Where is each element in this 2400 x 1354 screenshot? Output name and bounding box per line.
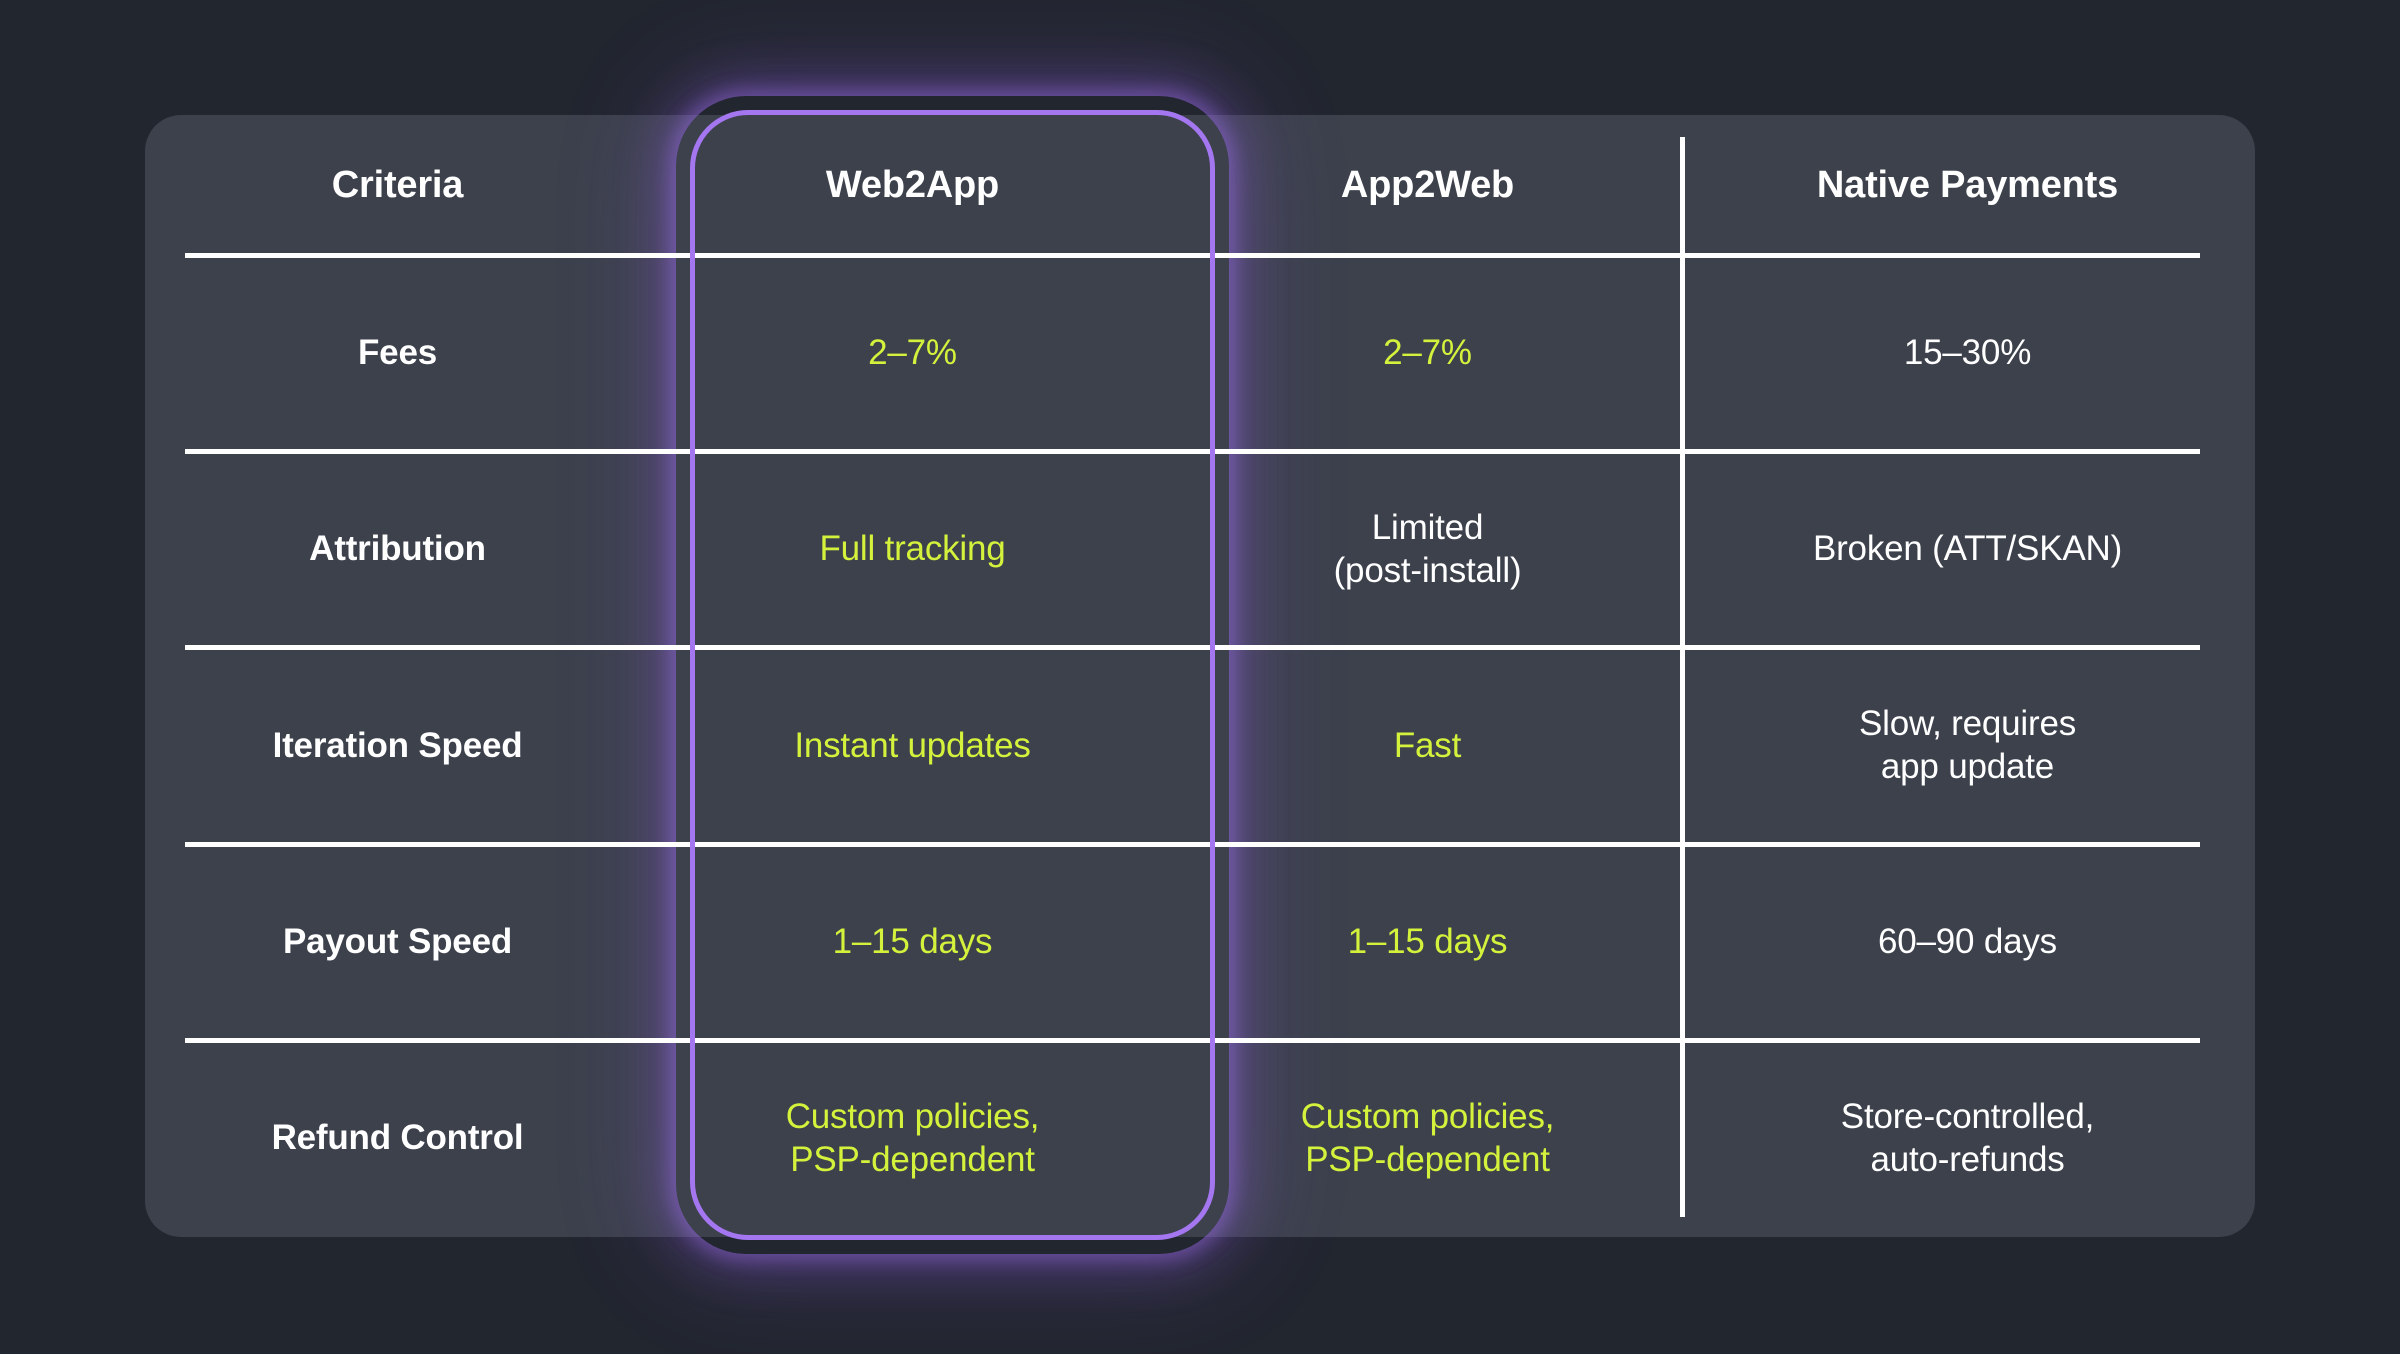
cell-refund-control-app2web: Custom policies, PSP-dependent <box>1300 1097 1555 1179</box>
row-label-iteration-speed: Iteration Speed <box>272 725 523 765</box>
cell-payout-speed-app2web: 1–15 days <box>1347 922 1508 962</box>
cell-iteration-speed-web2app: Instant updates <box>794 725 1031 765</box>
cell-fees-app2web: 2–7% <box>1383 332 1472 372</box>
column-divider-native-payments <box>1680 137 1685 1217</box>
cell-attribution-app2web: Limited (post-install) <box>1333 507 1522 590</box>
cell-payout-speed-web2app: 1–15 days <box>832 922 993 962</box>
cell-payout-speed-native: 60–90 days <box>1878 922 2057 962</box>
cell-iteration-speed-app2web: Fast <box>1393 725 1462 765</box>
row-divider-fees <box>185 449 2200 454</box>
row-label-fees: Fees <box>358 332 437 372</box>
cell-refund-control-web2app: Custom policies, PSP-dependent <box>785 1097 1040 1179</box>
cell-iteration-speed-native: Slow, requires app update <box>1858 704 2077 786</box>
comparison-grid: Criteria Web2App App2Web Native Payments… <box>145 115 2255 1237</box>
row-label-attribution: Attribution <box>309 529 486 569</box>
cell-fees-web2app: 2–7% <box>868 332 957 372</box>
column-header-app2web: App2Web <box>1340 163 1515 206</box>
row-label-payout-speed: Payout Speed <box>282 922 513 962</box>
column-header-native-payments: Native Payments <box>1816 163 2119 206</box>
comparison-card-content: Criteria Web2App App2Web Native Payments… <box>145 115 2255 1237</box>
row-label-refund-control: Refund Control <box>271 1118 524 1158</box>
cell-refund-control-native: Store-controlled, auto-refunds <box>1840 1097 2095 1179</box>
cell-attribution-native: Broken (ATT/SKAN) <box>1812 529 2123 569</box>
row-divider-attribution <box>185 645 2200 650</box>
cell-attribution-web2app: Full tracking <box>819 529 1006 569</box>
column-header-criteria: Criteria <box>331 163 464 206</box>
row-divider-header <box>185 253 2200 258</box>
row-divider-payout-speed <box>185 1038 2200 1043</box>
column-header-web2app: Web2App <box>825 163 1000 206</box>
row-divider-iteration-speed <box>185 842 2200 847</box>
cell-fees-native: 15–30% <box>1903 332 2032 372</box>
